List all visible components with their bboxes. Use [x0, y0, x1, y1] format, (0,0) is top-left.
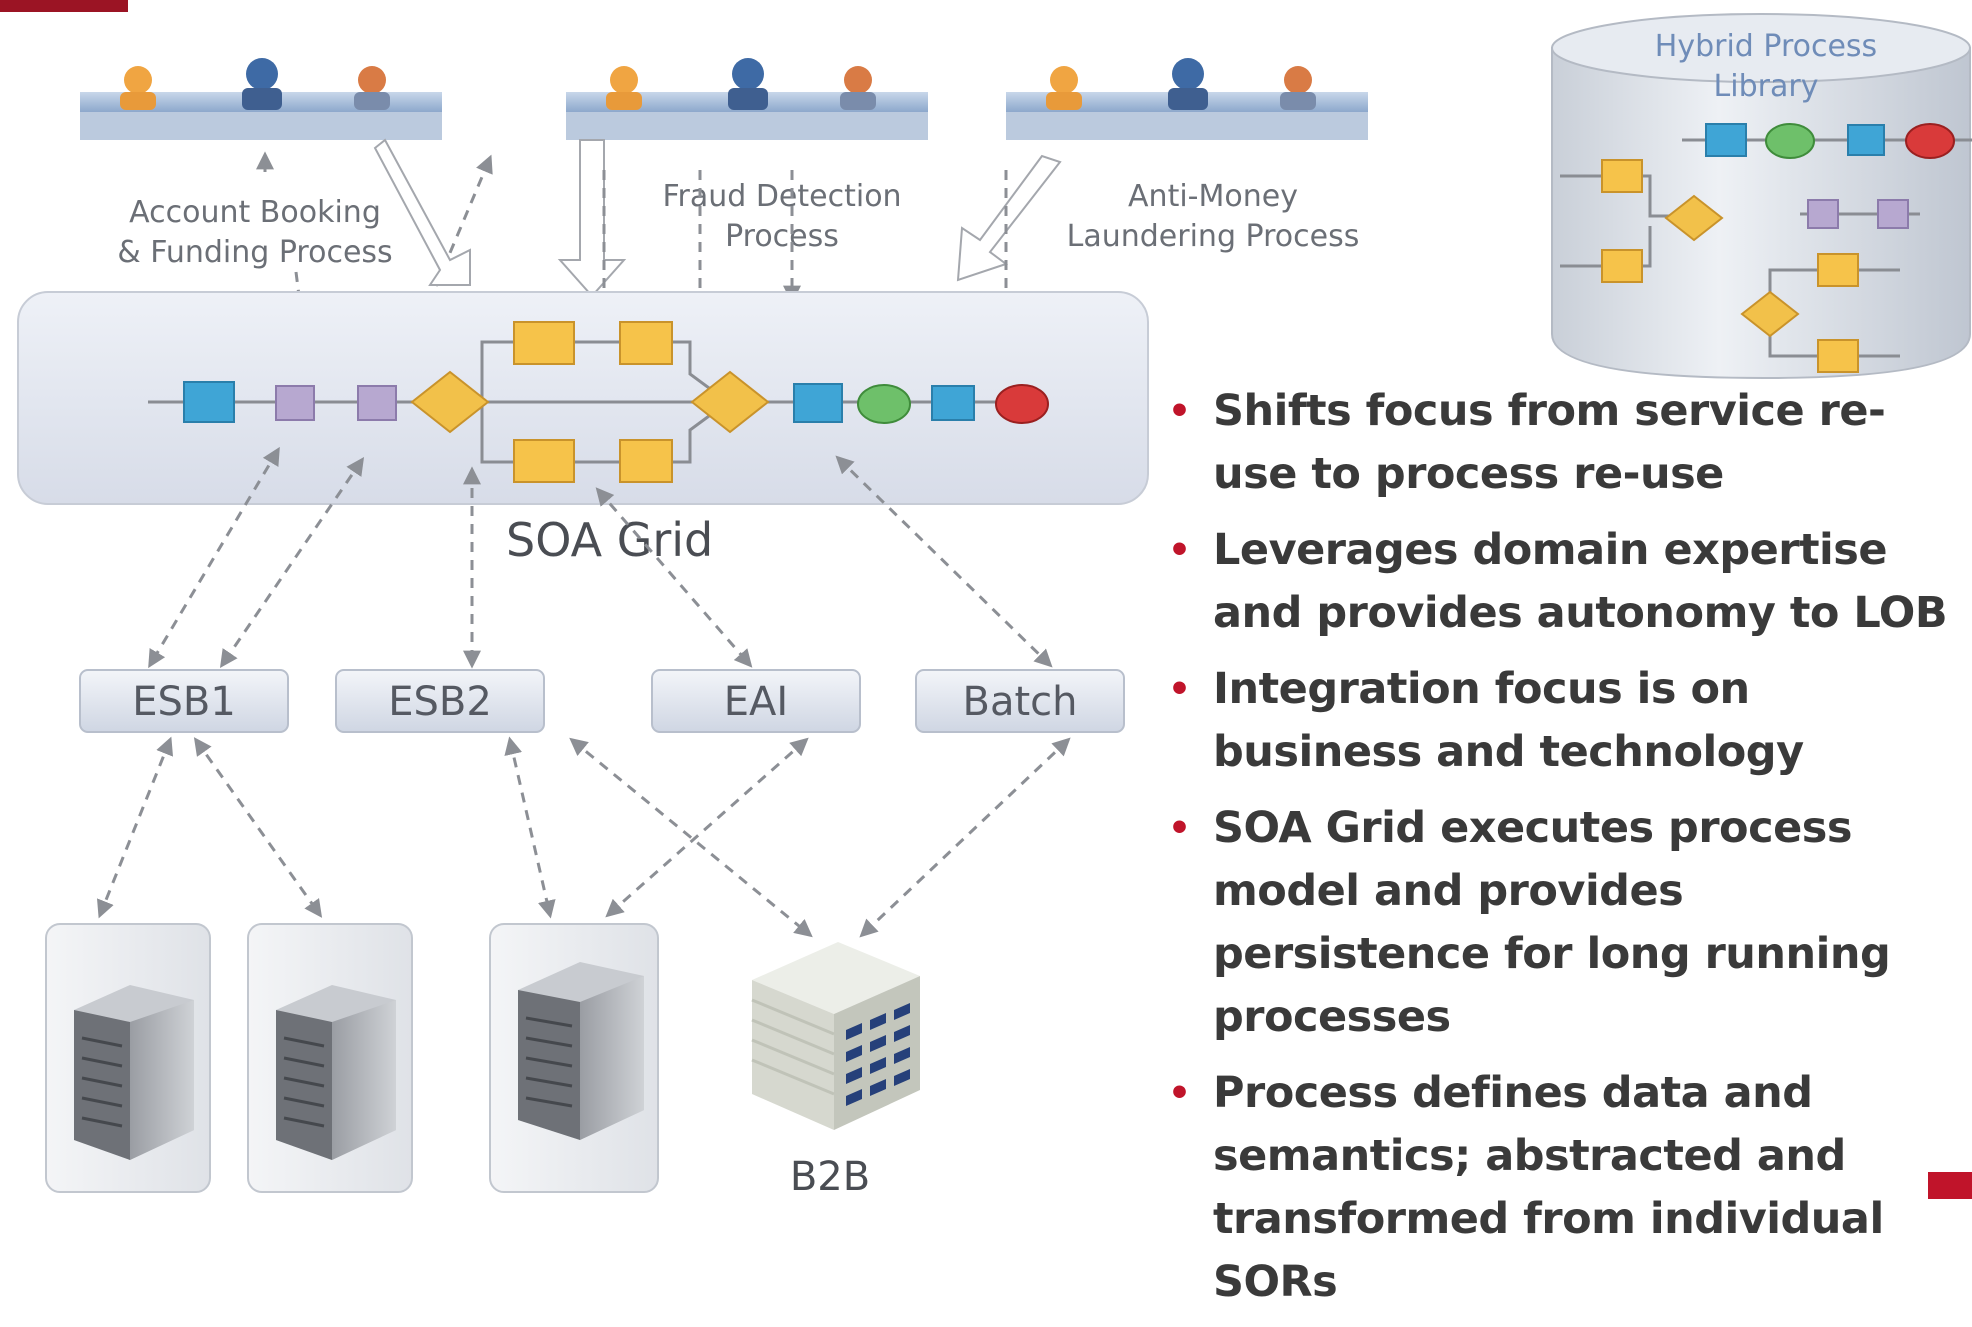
bus-label-batch: Batch [963, 679, 1078, 725]
benefits-list: • Shifts focus from service re-use to pro… [1160, 380, 1960, 1327]
soa-grid-diagram: Account Booking & Funding Process Fraud … [0, 0, 1972, 1199]
service-node [793, 383, 843, 423]
gateway-node [410, 370, 490, 434]
bus-eai: EAI [651, 669, 861, 733]
bus-batch: Batch [915, 669, 1125, 733]
end-event-node [1905, 123, 1955, 159]
server-icon [74, 985, 194, 1160]
event-node [1765, 123, 1815, 159]
process-label-account-2: & Funding Process [117, 235, 392, 270]
bullet-item: • Leverages domain expertise and provides… [1160, 519, 1960, 645]
gateway-node [690, 370, 770, 434]
grid-bus-arrows [148, 446, 1053, 669]
end-event-node [995, 384, 1049, 424]
b2b-label: B2B [790, 1154, 870, 1199]
bullet-text: Integration focus is on business and tec… [1213, 664, 1804, 777]
process-label-aml-2: Laundering Process [1067, 219, 1360, 254]
task-node [513, 321, 575, 365]
service-node [1807, 199, 1839, 229]
users-icon [1046, 58, 1316, 110]
bullet-item: • Integration focus is on business and te… [1160, 658, 1960, 784]
soa-grid-panel [17, 291, 1149, 505]
task-node [1601, 249, 1643, 283]
header-accent-bar [0, 0, 128, 12]
bullet-text: Shifts focus from service re-use to proc… [1213, 386, 1886, 499]
user-platform-aml [1006, 58, 1368, 140]
process-label-fraud-1: Fraud Detection [662, 179, 901, 214]
event-node [857, 384, 911, 424]
bullet-dot-icon: • [1168, 808, 1191, 849]
service-node [275, 385, 315, 421]
bullet-text: SOA Grid executes process model and prov… [1213, 803, 1891, 1042]
bullet-dot-icon: • [1168, 1073, 1191, 1114]
bullet-text: Leverages domain expertise and provides … [1213, 525, 1948, 638]
system-server-1 [45, 923, 211, 1193]
process-flow [148, 321, 1049, 483]
bus-label-esb1: ESB1 [132, 679, 236, 725]
task-node [1817, 253, 1859, 287]
bus-label-eai: EAI [724, 679, 788, 725]
bullet-item: • SOA Grid executes process model and pro… [1160, 797, 1960, 1049]
bus-system-arrows [96, 736, 1071, 938]
gateway-node [1740, 290, 1800, 338]
gateway-node [1664, 194, 1724, 242]
bus-esb1: ESB1 [79, 669, 289, 733]
corner-accent [1928, 1172, 1972, 1199]
bus-label-esb2: ESB2 [388, 679, 492, 725]
process-arrows [256, 138, 1062, 384]
building-icon [751, 942, 920, 1130]
library-label-1: Hybrid Process [1655, 29, 1877, 64]
process-label-account-1: Account Booking [129, 195, 381, 230]
bullet-item: • Process defines data and semantics; abs… [1160, 1062, 1960, 1314]
bus-esb2: ESB2 [335, 669, 545, 733]
task-node [1601, 159, 1643, 193]
system-server-3 [489, 923, 659, 1193]
task-node [619, 439, 673, 483]
bullet-dot-icon: • [1168, 391, 1191, 432]
task-node [513, 439, 575, 483]
process-label-fraud-2: Process [725, 219, 839, 254]
users-icon [606, 58, 876, 110]
service-node [1877, 199, 1909, 229]
system-server-2 [247, 923, 413, 1193]
user-platform-account [80, 58, 442, 140]
user-platform-fraud [566, 58, 928, 140]
service-node [183, 381, 235, 423]
system-b2b: B2B [751, 942, 920, 1199]
process-label-aml-1: Anti-Money [1128, 179, 1298, 214]
task-node [1817, 339, 1859, 373]
server-icon [518, 962, 644, 1140]
server-icon [276, 985, 396, 1160]
service-node [357, 385, 397, 421]
users-icon [120, 58, 390, 110]
grid-label: SOA Grid [506, 513, 713, 567]
service-node [931, 385, 975, 421]
bullet-text: Process defines data and semantics; abst… [1213, 1068, 1884, 1307]
bullet-dot-icon: • [1168, 530, 1191, 571]
bullet-dot-icon: • [1168, 669, 1191, 710]
task-node [619, 321, 673, 365]
service-node [1847, 124, 1885, 156]
bullet-item: • Shifts focus from service re-use to pro… [1160, 380, 1960, 506]
hybrid-process-library: Hybrid Process Library [1551, 13, 1972, 380]
library-label-2: Library [1714, 69, 1819, 104]
service-node [1705, 123, 1747, 157]
